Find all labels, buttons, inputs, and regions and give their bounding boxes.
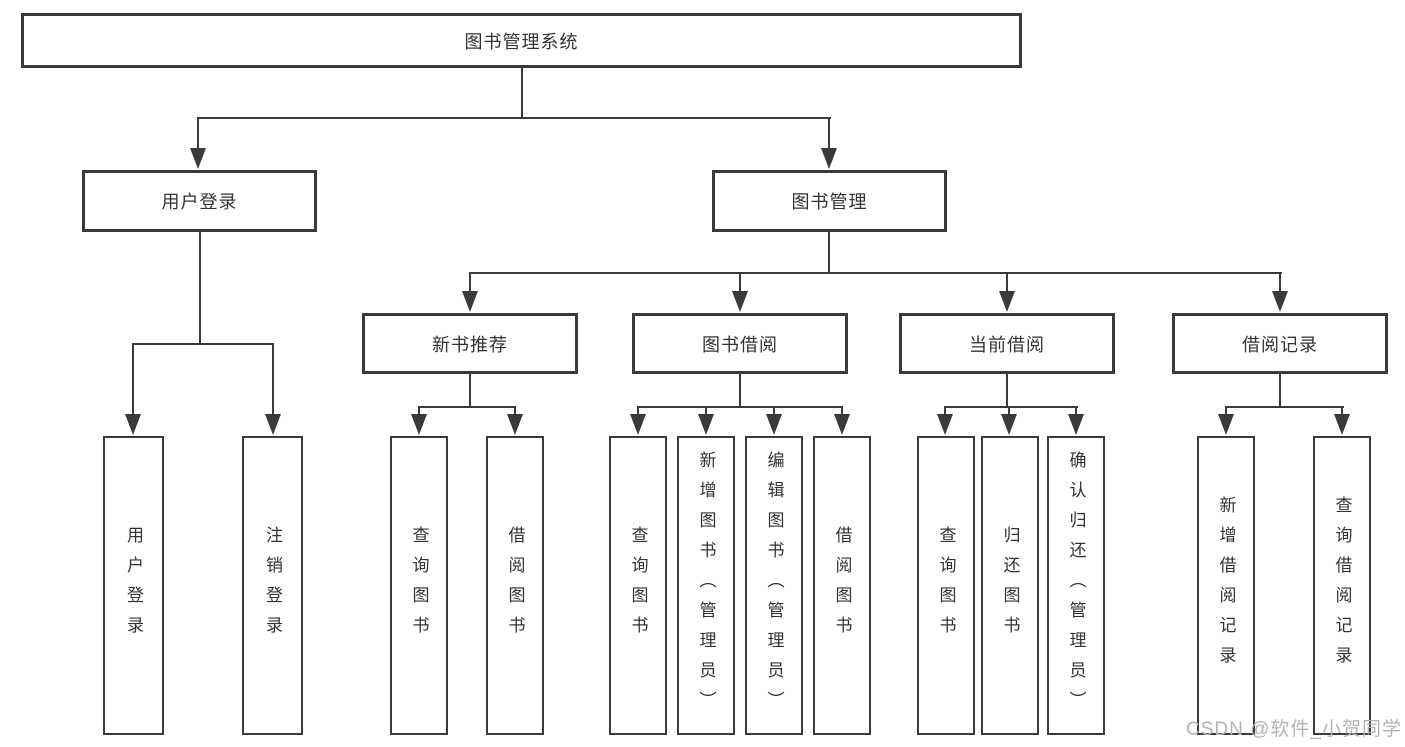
connector-line <box>199 232 201 345</box>
connector-line <box>1279 272 1281 294</box>
arrow-down-icon <box>937 414 953 435</box>
connector-line <box>418 406 420 418</box>
connector-line <box>132 343 134 418</box>
arrow-down-icon <box>1272 291 1288 312</box>
connector-line <box>1075 406 1077 418</box>
leaf-record-add-label: 新增借阅记录 <box>1216 495 1236 676</box>
leaf-borrow-add-admin: 新增图书（管理员） <box>677 436 735 735</box>
connector-line <box>1225 406 1227 418</box>
leaf-record-add: 新增借阅记录 <box>1197 436 1255 735</box>
leaf-user-login-label: 用户登录 <box>124 525 143 646</box>
connector-line <box>272 343 274 418</box>
arrow-down-icon <box>698 414 714 435</box>
connector-line <box>637 406 843 408</box>
arrow-down-icon <box>1334 414 1350 435</box>
leaf-current-query: 查询图书 <box>917 436 975 735</box>
leaf-borrow-query-label: 查询图书 <box>628 525 648 646</box>
leaf-confirm-return-admin-label: 确认归还（管理员） <box>1066 450 1086 721</box>
connector-line <box>828 232 830 274</box>
connector-line <box>944 406 1078 408</box>
connector-line <box>132 343 274 345</box>
connector-line <box>514 406 516 418</box>
arrow-down-icon <box>507 414 523 435</box>
connector-line <box>469 374 471 408</box>
arrow-down-icon <box>1068 414 1084 435</box>
connector-line <box>469 272 471 294</box>
node-user-login: 用户登录 <box>82 170 317 232</box>
connector-line <box>197 117 199 155</box>
leaf-logout-label: 注销登录 <box>263 525 282 646</box>
leaf-logout: 注销登录 <box>242 436 303 735</box>
leaf-return-book: 归还图书 <box>981 436 1039 735</box>
node-user-login-label: 用户登录 <box>161 192 238 212</box>
connector-line <box>1006 374 1008 408</box>
node-current-borrow-label: 当前借阅 <box>969 334 1045 355</box>
leaf-borrow-edit-admin-label: 编辑图书（管理员） <box>764 450 784 721</box>
node-new-book-rec: 新书推荐 <box>362 313 578 374</box>
leaf-borrow-query: 查询图书 <box>609 436 667 735</box>
leaf-borrow-book-label: 借阅图书 <box>832 525 852 646</box>
node-book-manage: 图书管理 <box>712 170 947 232</box>
node-book-borrow-label: 图书借阅 <box>702 334 778 355</box>
leaf-record-query-label: 查询借阅记录 <box>1332 495 1352 676</box>
arrow-down-icon <box>766 414 782 435</box>
arrow-down-icon <box>462 291 478 312</box>
connector-line <box>1341 406 1343 418</box>
connector-line <box>705 406 707 418</box>
leaf-borrow-add-admin-label: 新增图书（管理员） <box>696 450 716 721</box>
leaf-user-login: 用户登录 <box>103 436 164 735</box>
node-current-borrow: 当前借阅 <box>899 313 1115 374</box>
leaf-confirm-return-admin: 确认归还（管理员） <box>1047 436 1105 735</box>
arrow-down-icon <box>265 414 281 435</box>
connector-line <box>1225 406 1344 408</box>
arrow-down-icon <box>834 414 850 435</box>
leaf-record-query: 查询借阅记录 <box>1313 436 1371 735</box>
node-root: 图书管理系统 <box>21 13 1022 68</box>
node-new-book-rec-label: 新书推荐 <box>432 334 508 355</box>
connector-line <box>828 117 830 155</box>
connector-line <box>197 117 831 119</box>
arrow-down-icon <box>732 291 748 312</box>
connector-line <box>1008 406 1010 418</box>
connector-line <box>944 406 946 418</box>
connector-line <box>773 406 775 418</box>
csdn-watermark: CSDN @软件_小贺同学 <box>1186 719 1402 740</box>
arrow-down-icon <box>999 291 1015 312</box>
node-root-label: 图书管理系统 <box>464 31 579 52</box>
connector-line <box>1006 272 1008 294</box>
connector-line <box>469 272 1282 274</box>
leaf-newbook-query: 查询图书 <box>390 436 448 735</box>
leaf-newbook-borrow: 借阅图书 <box>486 436 544 735</box>
leaf-newbook-borrow-label: 借阅图书 <box>505 525 525 646</box>
arrow-down-icon <box>411 414 427 435</box>
arrow-down-icon <box>821 148 837 169</box>
connector-line <box>841 406 843 418</box>
leaf-current-query-label: 查询图书 <box>936 525 956 646</box>
leaf-return-book-label: 归还图书 <box>1000 525 1020 646</box>
connector-line <box>418 406 516 408</box>
arrow-down-icon <box>630 414 646 435</box>
node-borrow-records-label: 借阅记录 <box>1242 334 1318 355</box>
node-book-manage-label: 图书管理 <box>791 192 868 212</box>
arrow-down-icon <box>1001 414 1017 435</box>
connector-line <box>521 68 523 119</box>
leaf-newbook-query-label: 查询图书 <box>409 525 429 646</box>
leaf-borrow-book: 借阅图书 <box>813 436 871 735</box>
connector-line <box>1279 374 1281 408</box>
connector-line <box>739 272 741 294</box>
arrow-down-icon <box>190 148 206 169</box>
arrow-down-icon <box>1218 414 1234 435</box>
leaf-borrow-edit-admin: 编辑图书（管理员） <box>745 436 803 735</box>
connector-line <box>739 374 741 408</box>
arrow-down-icon <box>125 414 141 435</box>
node-book-borrow: 图书借阅 <box>632 313 848 374</box>
node-borrow-records: 借阅记录 <box>1172 313 1388 374</box>
connector-line <box>637 406 639 418</box>
